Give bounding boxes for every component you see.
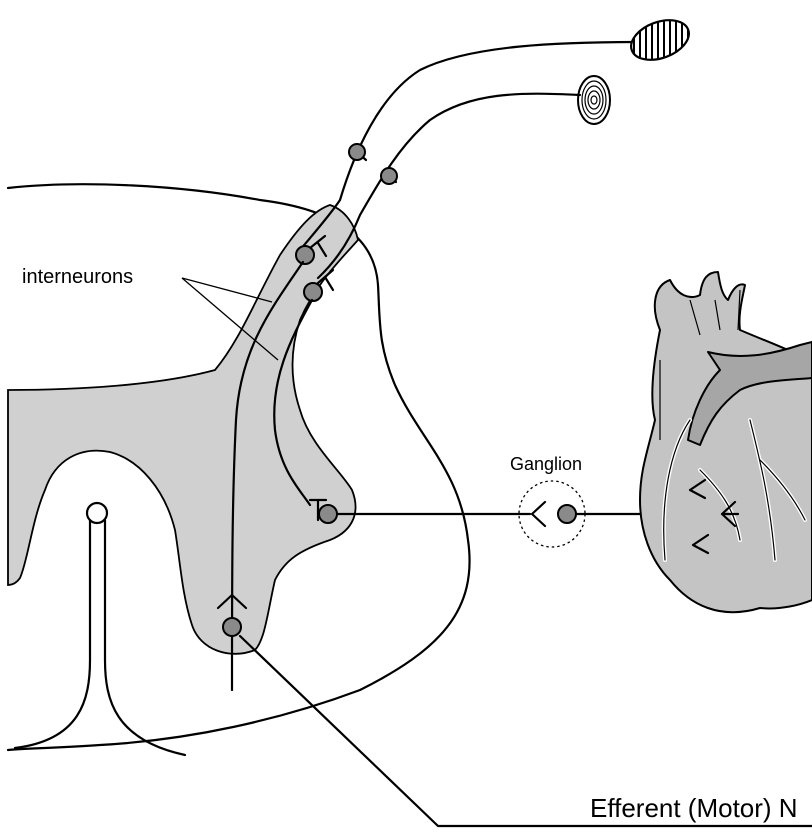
sensory-receptor-concentric-icon	[578, 76, 610, 124]
central-canal	[15, 503, 185, 755]
efferent-label: Efferent (Motor) N	[590, 793, 798, 823]
interneurons-label: interneurons	[22, 266, 133, 288]
sensory-neuron-1	[349, 144, 366, 160]
ganglion-label: Ganglion	[510, 454, 582, 474]
afferent-fiber-2	[318, 94, 580, 278]
heart-icon	[640, 272, 812, 612]
sensory-receptor-hatched-icon	[626, 10, 695, 70]
sensory-neuron-2	[381, 168, 397, 184]
